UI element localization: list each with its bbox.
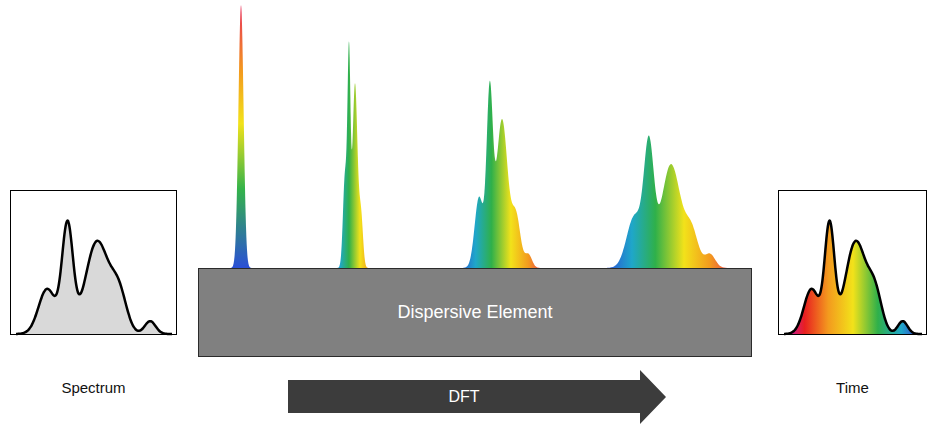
spectrum-curve-outline — [16, 221, 172, 334]
arrow-polygon — [288, 370, 666, 424]
pulse — [228, 5, 254, 268]
time-curve — [784, 221, 922, 334]
arrow-label: DFT — [448, 388, 479, 406]
plot-frame — [778, 190, 927, 335]
time-curve-outline — [784, 221, 922, 334]
pulse — [330, 41, 380, 268]
spectrum-plot: Spectrum — [10, 190, 177, 396]
pulse — [606, 136, 736, 268]
spectrum-curve — [16, 221, 172, 334]
plot-frame — [10, 190, 177, 335]
pulse — [458, 81, 546, 268]
axis-caption: Spectrum — [10, 379, 177, 396]
element-label: Dispersive Element — [397, 302, 552, 323]
axis-caption: Time — [778, 379, 927, 396]
time-plot: Time — [778, 190, 927, 396]
dispersive-element: Dispersive Element — [198, 268, 752, 357]
dft-arrow: DFT — [288, 370, 666, 424]
arrow-body: DFT — [288, 380, 640, 413]
